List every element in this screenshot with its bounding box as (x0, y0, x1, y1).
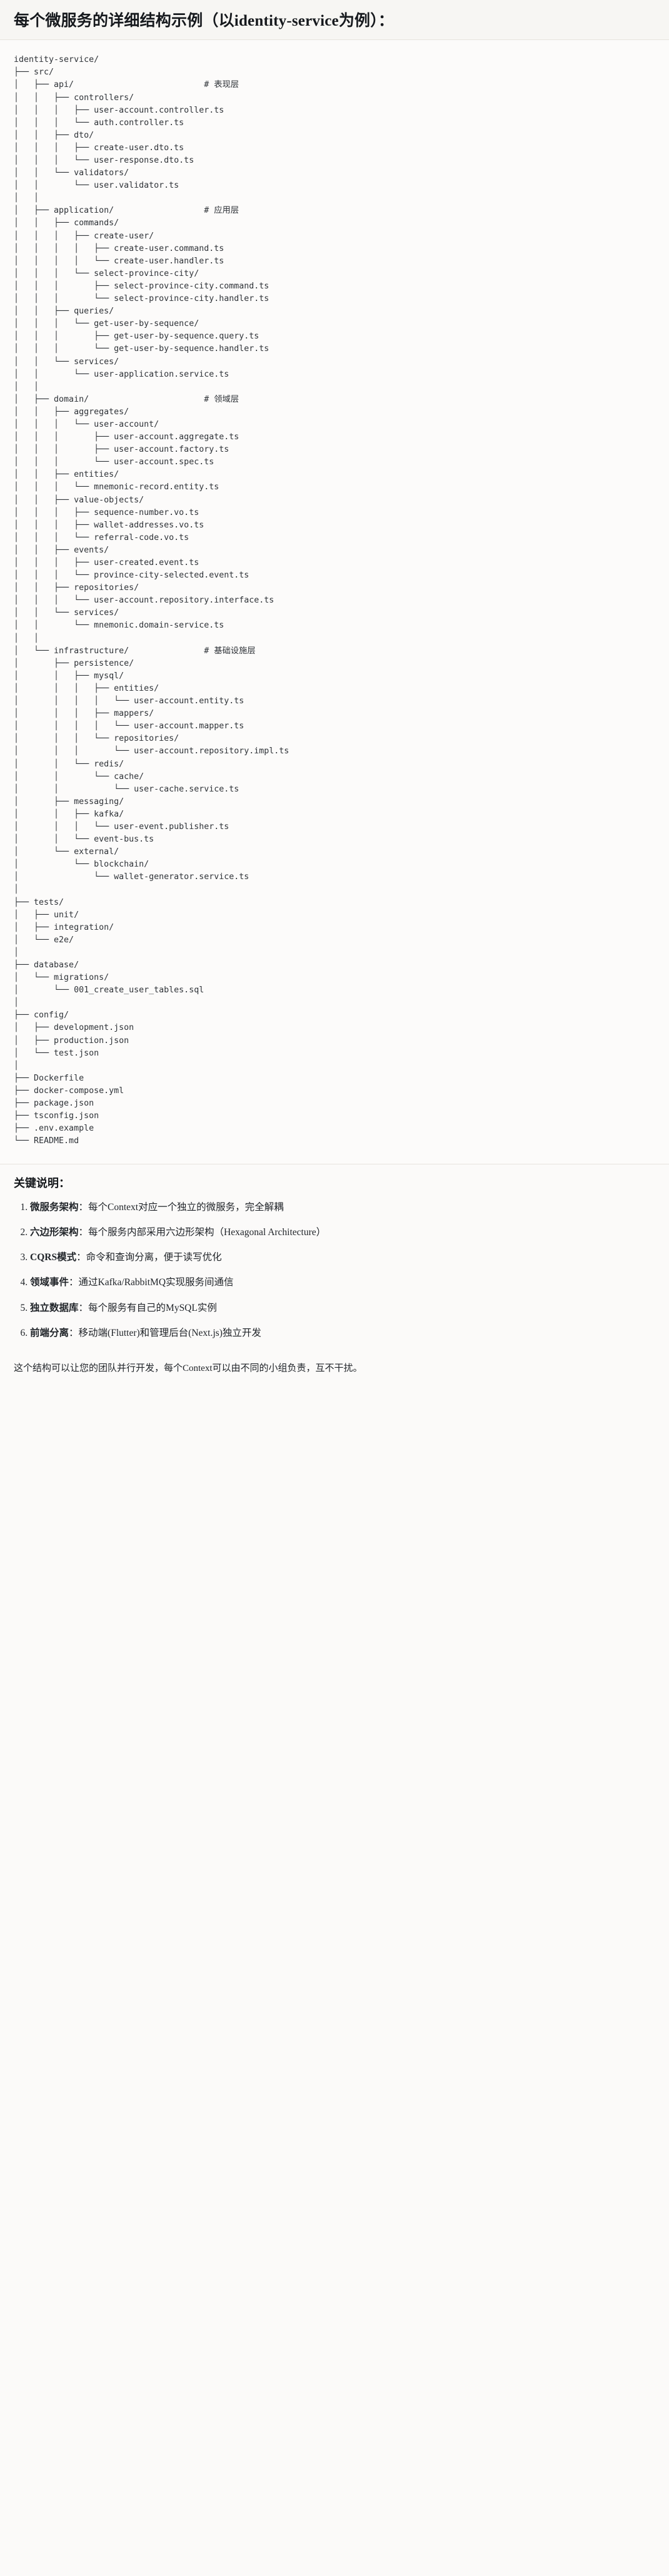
list-item: 领域事件：通过Kafka/RabbitMQ实现服务间通信 (30, 1275, 655, 1290)
note-term: 六边形架构 (30, 1226, 79, 1238)
note-term: 微服务架构 (30, 1201, 79, 1213)
list-item: 六边形架构：每个服务内部采用六边形架构（Hexagonal Architectu… (30, 1225, 655, 1240)
note-term: 前端分离 (30, 1327, 69, 1338)
note-term: 独立数据库 (30, 1302, 79, 1313)
closing-paragraph: 这个结构可以让您的团队并行开发，每个Context可以由不同的小组负责，互不干扰… (14, 1363, 363, 1374)
directory-tree: identity-service/ ├── src/ │ ├── api/ # … (14, 55, 289, 1146)
note-description: 每个服务内部采用六边形架构（Hexagonal Architecture） (88, 1226, 326, 1238)
list-item: CQRS模式：命令和查询分离，便于读写优化 (30, 1250, 655, 1265)
list-item: 前端分离：移动端(Flutter)和管理后台(Next.js)独立开发 (30, 1326, 655, 1340)
note-separator: ： (69, 1327, 79, 1338)
note-description: 通过Kafka/RabbitMQ实现服务间通信 (78, 1277, 234, 1288)
note-separator: ： (78, 1302, 89, 1313)
note-separator: ： (78, 1201, 89, 1213)
key-notes-list: 微服务架构：每个Context对应一个独立的微服务，完全解耦 六边形架构：每个服… (14, 1200, 655, 1341)
page-title: 每个微服务的详细结构示例（以identity-service为例）： (0, 0, 669, 41)
note-term: 领域事件 (30, 1277, 69, 1288)
note-separator: ： (69, 1277, 79, 1288)
note-description: 每个服务有自己的MySQL实例 (88, 1302, 217, 1313)
key-notes-section: 关键说明： 微服务架构：每个Context对应一个独立的微服务，完全解耦 六边形… (0, 1164, 669, 1357)
note-description: 每个Context对应一个独立的微服务，完全解耦 (88, 1201, 284, 1213)
list-item: 独立数据库：每个服务有自己的MySQL实例 (30, 1301, 655, 1315)
list-item: 微服务架构：每个Context对应一个独立的微服务，完全解耦 (30, 1200, 655, 1214)
key-notes-title: 关键说明： (14, 1177, 70, 1190)
note-separator: ： (78, 1226, 89, 1238)
directory-tree-block: identity-service/ ├── src/ │ ├── api/ # … (0, 40, 669, 1165)
document-page: 每个微服务的详细结构示例（以identity-service为例）： ident… (0, 0, 669, 1390)
note-term: CQRS模式 (30, 1252, 77, 1263)
note-description: 命令和查询分离，便于读写优化 (86, 1252, 222, 1263)
note-description: 移动端(Flutter)和管理后台(Next.js)独立开发 (78, 1327, 261, 1338)
note-separator: ： (76, 1252, 86, 1263)
